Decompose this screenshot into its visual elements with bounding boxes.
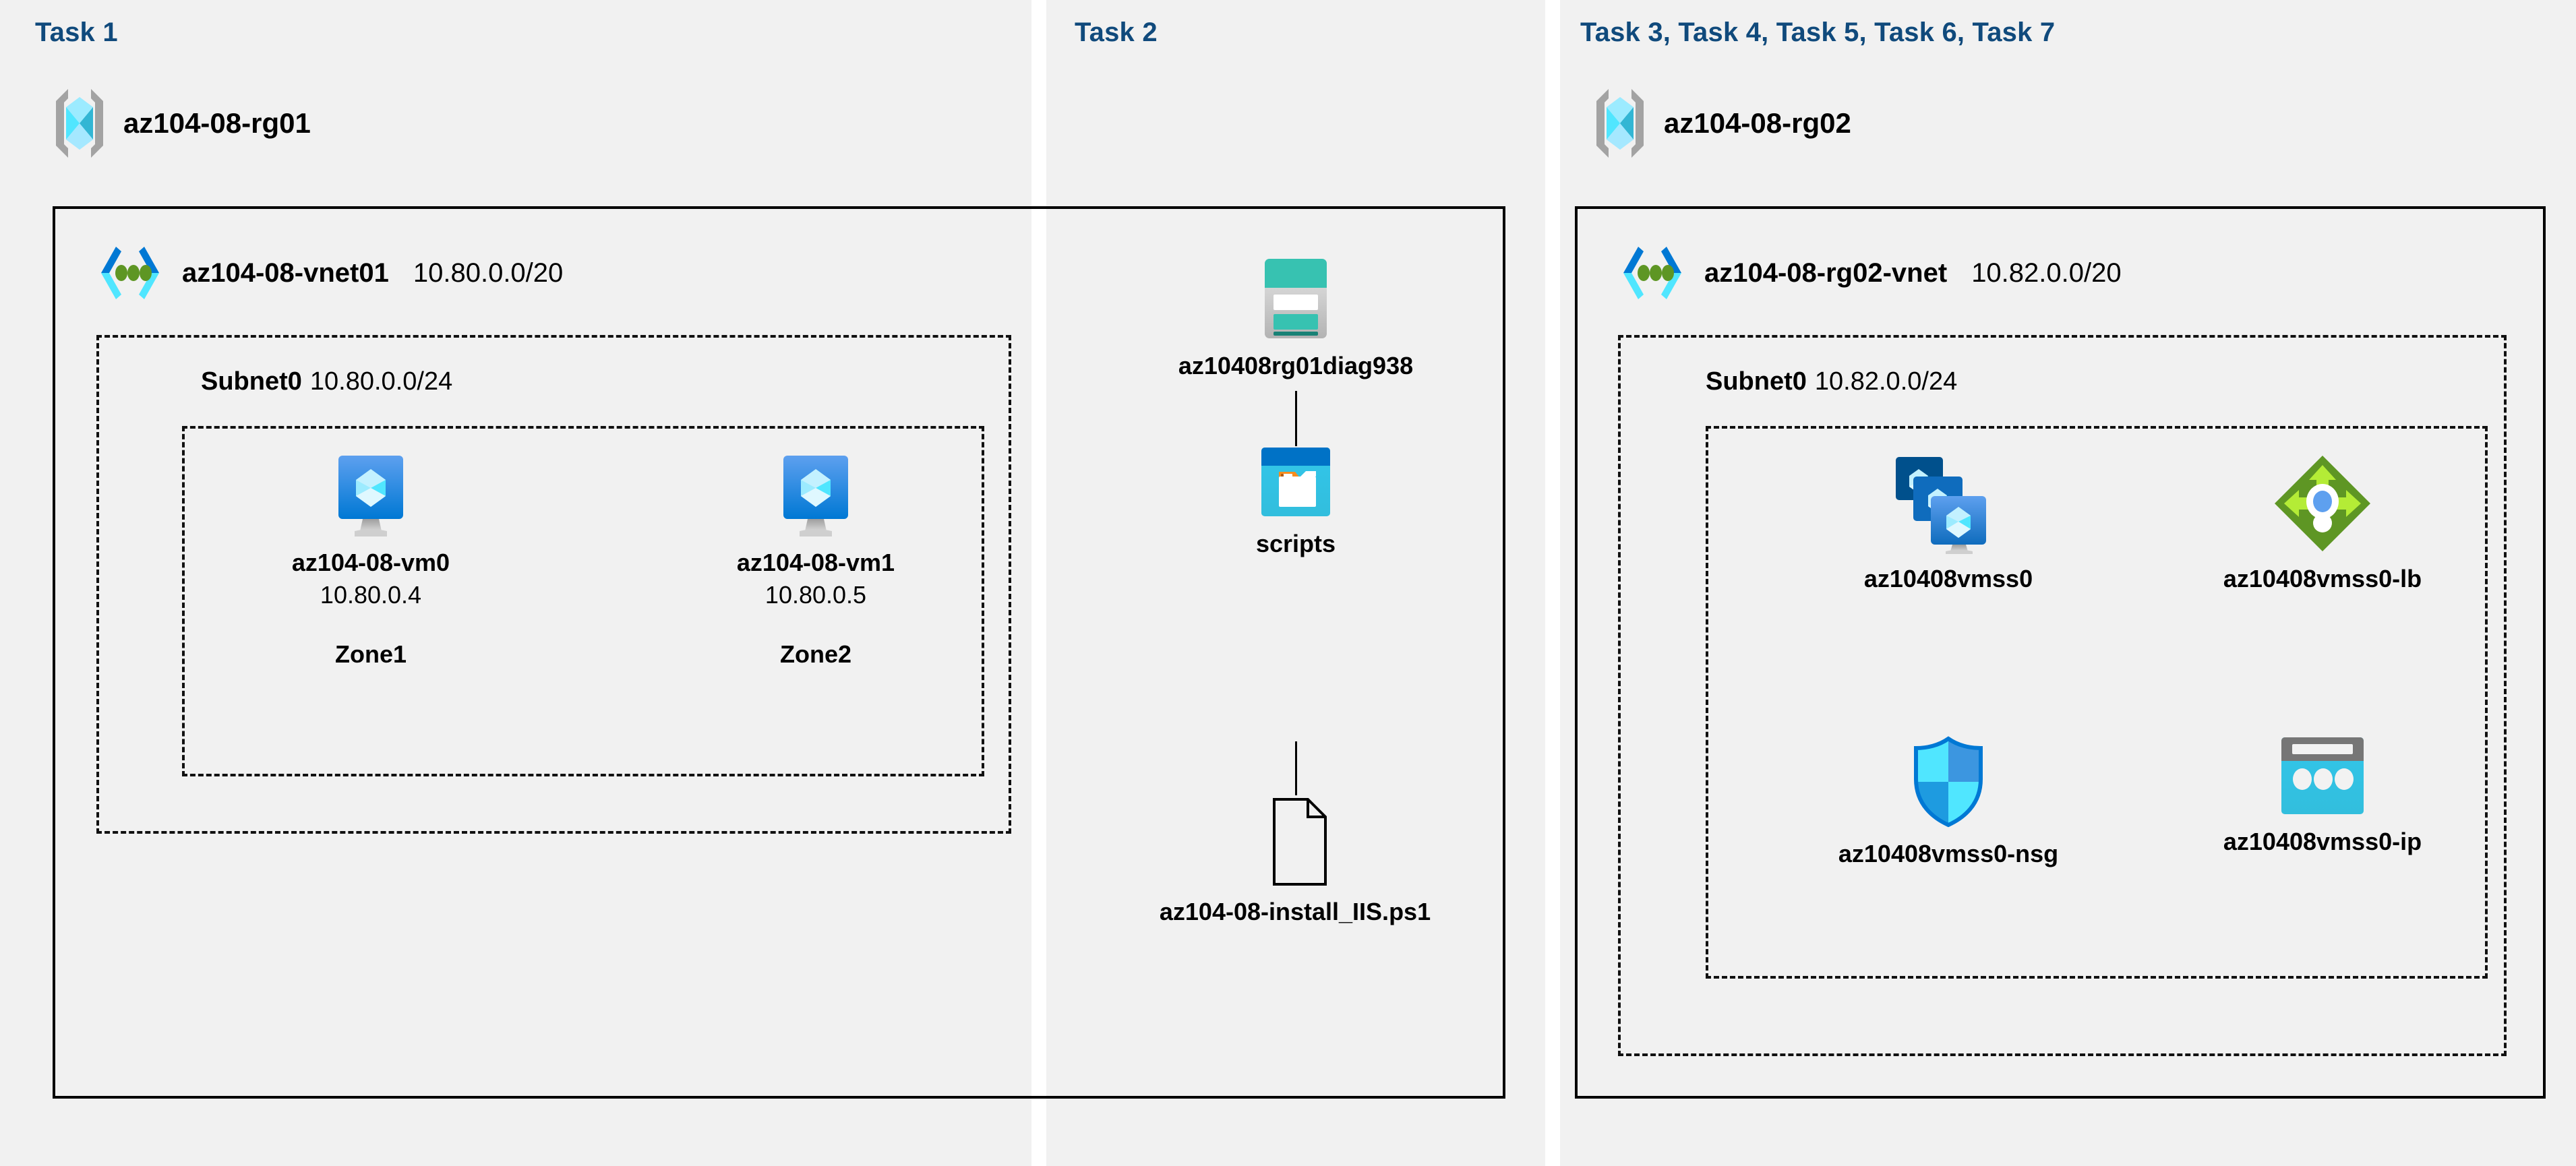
vm1-zone-label: Zone2	[779, 640, 851, 668]
resource-group-icon	[1591, 86, 1649, 160]
resource-group-label: az104-08-rg01	[123, 107, 311, 139]
vm0-name-label: az104-08-vm0	[291, 549, 450, 576]
vnet-header-az104-08-vnet01[interactable]: az104-08-vnet01 10.80.0.0/20	[94, 243, 563, 303]
resource-group-az104-08-rg01[interactable]: az104-08-rg01	[51, 86, 311, 160]
nsg-name-label: az10408vmss0-nsg	[1838, 840, 2059, 867]
node-storage-account[interactable]: az10408rg01diag938	[1178, 256, 1413, 380]
panel-task-1	[0, 0, 1031, 1166]
panel-task-3	[1560, 0, 2576, 1166]
network-security-group-icon	[1908, 735, 1989, 829]
subnet-cidr: 10.80.0.0/24	[309, 367, 453, 396]
connector-container-to-file	[1295, 741, 1297, 795]
node-az10408vmss0-nsg[interactable]: az10408vmss0-nsg	[1793, 735, 2103, 868]
vmss-name-label: az10408vmss0	[1863, 565, 2033, 592]
public-ip-address-icon	[2279, 735, 2366, 817]
vnet-header-az104-08-rg02-vnet[interactable]: az104-08-rg02-vnet 10.82.0.0/20	[1617, 243, 2122, 303]
node-az10408vmss0-ip[interactable]: az10408vmss0-ip	[2178, 735, 2467, 856]
subnet-cidr: 10.82.0.0/24	[1814, 367, 1958, 396]
subnet-name: Subnet0	[1706, 367, 1807, 396]
vnet-cidr-label: 10.82.0.0/20	[1971, 257, 2122, 288]
storage-account-icon	[1262, 256, 1329, 341]
node-az10408vmss0[interactable]: az10408vmss0	[1807, 453, 2090, 593]
vnet-name-label: az104-08-vnet01	[182, 257, 389, 288]
storage-account-name-label: az10408rg01diag938	[1178, 352, 1414, 379]
resource-group-label: az104-08-rg02	[1664, 107, 1851, 139]
node-az10408vmss0-lb[interactable]: az10408vmss0-lb	[2171, 453, 2474, 593]
vm1-ip-label: 10.80.0.5	[765, 581, 867, 609]
vm0-zone-label: Zone1	[334, 640, 407, 668]
vnet-cidr-label: 10.80.0.0/20	[413, 257, 564, 288]
vm1-name-label: az104-08-vm1	[736, 549, 895, 576]
vm0-ip-label: 10.80.0.4	[320, 581, 422, 609]
lb-name-label: az10408vmss0-lb	[2223, 565, 2422, 592]
vnet-box-az104-08-rg02-vnet	[1575, 206, 2546, 1099]
load-balancer-icon	[2272, 453, 2373, 554]
file-name-label: az104-08-install_IIS.ps1	[1159, 898, 1431, 925]
pip-name-label: az10408vmss0-ip	[2223, 828, 2422, 855]
connector-storage-to-container	[1295, 391, 1297, 446]
vnet-box-az104-08-vnet01	[53, 206, 1505, 1099]
zone-group-box-task1	[182, 426, 984, 776]
virtual-machine-icon	[332, 453, 410, 538]
blob-container-icon	[1259, 445, 1333, 519]
node-az104-08-vm0[interactable]: az104-08-vm0 10.80.0.4 Zone1	[270, 453, 472, 669]
node-blob-container-scripts[interactable]: scripts	[1240, 445, 1351, 558]
blob-container-name-label: scripts	[1255, 530, 1336, 557]
panel-task-2	[1046, 0, 1545, 1166]
task-3-7-title: Task 3, Task 4, Task 5, Task 6, Task 7	[1580, 18, 2056, 47]
vnet-name-label: az104-08-rg02-vnet	[1704, 257, 1948, 288]
subnet-name: Subnet0	[201, 367, 302, 396]
virtual-network-icon	[1617, 243, 1688, 303]
resource-group-az104-08-rg02[interactable]: az104-08-rg02	[1591, 86, 1851, 160]
vm-scale-set-icon	[1892, 453, 2005, 554]
resource-group-box-task3	[1706, 426, 2488, 979]
resource-group-icon	[51, 86, 109, 160]
virtual-machine-icon	[777, 453, 855, 538]
task-2-title: Task 2	[1075, 18, 1158, 47]
subnet-box-task1-subnet0	[96, 335, 1011, 834]
task-1-title: Task 1	[35, 18, 118, 47]
virtual-network-icon	[94, 243, 166, 303]
subnet-box-task3-subnet0	[1618, 335, 2507, 1056]
node-file-install-iis[interactable]: az104-08-install_IIS.ps1	[1106, 797, 1485, 926]
file-icon	[1258, 797, 1332, 887]
node-az104-08-vm1[interactable]: az104-08-vm1 10.80.0.5 Zone2	[715, 453, 917, 669]
